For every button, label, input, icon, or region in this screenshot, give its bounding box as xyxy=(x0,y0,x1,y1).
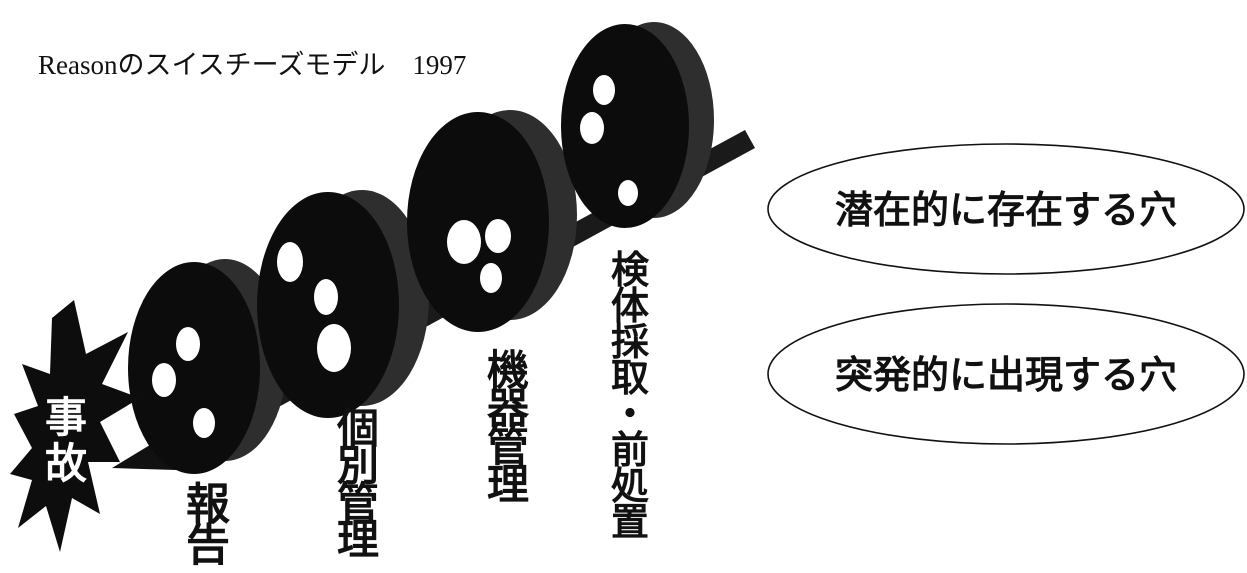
hole-latent xyxy=(152,363,176,397)
label-char: 機 xyxy=(487,346,529,395)
label-char: 処 xyxy=(611,464,649,508)
legend-latent-holes: 潜在的に存在する穴 xyxy=(767,143,1245,275)
label-char: 管 xyxy=(487,422,529,471)
label-char: 検 xyxy=(611,248,650,292)
label-char: 体 xyxy=(611,284,649,328)
hole-latent xyxy=(277,242,303,282)
disc-face xyxy=(128,262,260,474)
label-char: 報 xyxy=(186,479,230,530)
hole-latent xyxy=(485,219,511,253)
hole-latent xyxy=(593,75,615,105)
label-char: 採 xyxy=(611,320,650,364)
legend-sudden-holes: 突発的に出現する穴 xyxy=(767,303,1245,445)
hole-latent xyxy=(580,112,604,144)
hole-latent xyxy=(176,327,200,361)
label-char: 管 xyxy=(337,478,379,527)
label-char: 理 xyxy=(487,460,529,509)
barrier-disc-report xyxy=(128,259,287,474)
label-report: 報 告 xyxy=(186,479,230,571)
legend-ellipse xyxy=(767,143,1245,275)
hole-sudden xyxy=(317,324,351,372)
disc-face xyxy=(407,112,549,332)
label-char: ・ xyxy=(611,392,649,436)
accident-char: 事 xyxy=(45,393,87,442)
label-sampling: 検 体 採 取 ・ 前 処 置 xyxy=(611,248,650,544)
hole-sudden xyxy=(618,180,638,206)
label-char: 理 xyxy=(337,515,379,564)
barrier-disc-equipment xyxy=(407,110,577,332)
accident-burst: 事 故 xyxy=(10,300,140,552)
label-char: 個 xyxy=(336,404,379,453)
burst-shape xyxy=(10,300,140,552)
legend-ellipse xyxy=(767,303,1245,445)
hole-latent xyxy=(447,220,481,264)
label-char: 取 xyxy=(611,356,649,400)
label-char: 別 xyxy=(337,441,379,490)
label-char: 器 xyxy=(487,384,530,433)
legend-sudden-label: 突発的に出現する穴 xyxy=(835,353,1177,397)
label-char: 告 xyxy=(186,520,230,571)
hole-sudden xyxy=(193,408,215,438)
hole-latent xyxy=(314,279,338,315)
label-char: 置 xyxy=(611,500,649,544)
legend-latent-label: 潜在的に存在する穴 xyxy=(835,188,1177,232)
barrier-disc-sampling xyxy=(561,22,714,228)
accident-char: 故 xyxy=(45,439,87,488)
label-char: 前 xyxy=(611,428,649,472)
label-equipment: 機 器 管 理 xyxy=(487,346,530,509)
label-individual: 個 別 管 理 xyxy=(336,404,379,564)
diagram-title: Reasonのスイスチーズモデル 1997 xyxy=(38,50,466,80)
disc-face xyxy=(561,24,689,228)
hole-sudden xyxy=(480,263,502,293)
barrier-disc-individual xyxy=(257,190,429,418)
